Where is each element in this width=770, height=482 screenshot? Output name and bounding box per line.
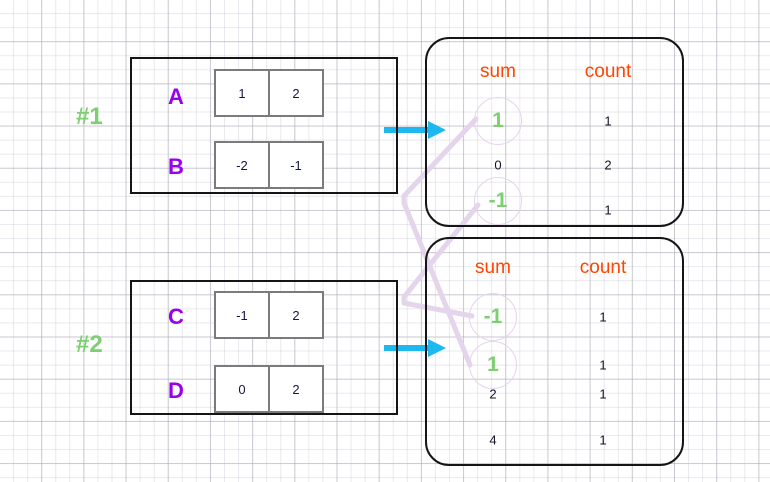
input-block-2: C -1 2 D 0 2 bbox=[130, 280, 398, 415]
cell-d-0: 0 bbox=[238, 381, 246, 397]
table2-row1-sum: 1 bbox=[469, 341, 517, 389]
cell-d-1: 2 bbox=[268, 367, 322, 411]
cell-b-1: -1 bbox=[268, 143, 322, 187]
table2-row0-sum: -1 bbox=[469, 293, 517, 341]
table1-row0-sum: 1 bbox=[474, 97, 522, 145]
row-letter-c: C bbox=[168, 304, 184, 329]
table1-row0-count: 1 bbox=[604, 113, 612, 129]
row-letter-b: B bbox=[168, 154, 184, 179]
table2-header-sum: sum bbox=[475, 257, 511, 278]
cell-b-0: -2 bbox=[236, 157, 248, 173]
cell-c-0: -1 bbox=[236, 307, 248, 323]
table2-row3-sum: 4 bbox=[489, 432, 497, 448]
table2-row2-sum: 2 bbox=[489, 386, 497, 402]
cell-pair-c: -1 2 bbox=[214, 291, 324, 339]
aggregate-table-1: sum count 1 1 0 2 -1 1 bbox=[425, 37, 684, 227]
cell-a-0: 1 bbox=[238, 85, 246, 101]
cell-pair-d: 0 2 bbox=[214, 365, 324, 413]
table2-header-count: count bbox=[579, 257, 627, 278]
group-label-1: #1 bbox=[76, 103, 103, 130]
input-block-1: A 1 2 B -2 -1 bbox=[130, 57, 398, 194]
table1-header-sum: sum bbox=[480, 61, 516, 82]
table1-row2-sum: -1 bbox=[474, 177, 522, 225]
table2-row0-count: 1 bbox=[599, 309, 607, 325]
table2-row1-count: 1 bbox=[599, 357, 607, 373]
table2-row2-count: 1 bbox=[599, 386, 607, 402]
cell-pair-b: -2 -1 bbox=[214, 141, 324, 189]
aggregate-table-2: sum count -1 1 1 1 2 1 4 1 bbox=[425, 237, 684, 466]
cell-c-1: 2 bbox=[268, 293, 322, 337]
group-label-2: #2 bbox=[76, 331, 103, 358]
table1-row1-count: 2 bbox=[604, 157, 612, 173]
table1-row1-sum: 0 bbox=[494, 157, 502, 173]
table1-header-count: count bbox=[584, 61, 632, 82]
table2-row3-count: 1 bbox=[599, 432, 607, 448]
row-letter-a: A bbox=[168, 84, 184, 109]
table1-row2-count: 1 bbox=[604, 202, 612, 218]
cell-a-1: 2 bbox=[268, 71, 322, 115]
cell-pair-a: 1 2 bbox=[214, 69, 324, 117]
row-letter-d: D bbox=[168, 378, 184, 403]
